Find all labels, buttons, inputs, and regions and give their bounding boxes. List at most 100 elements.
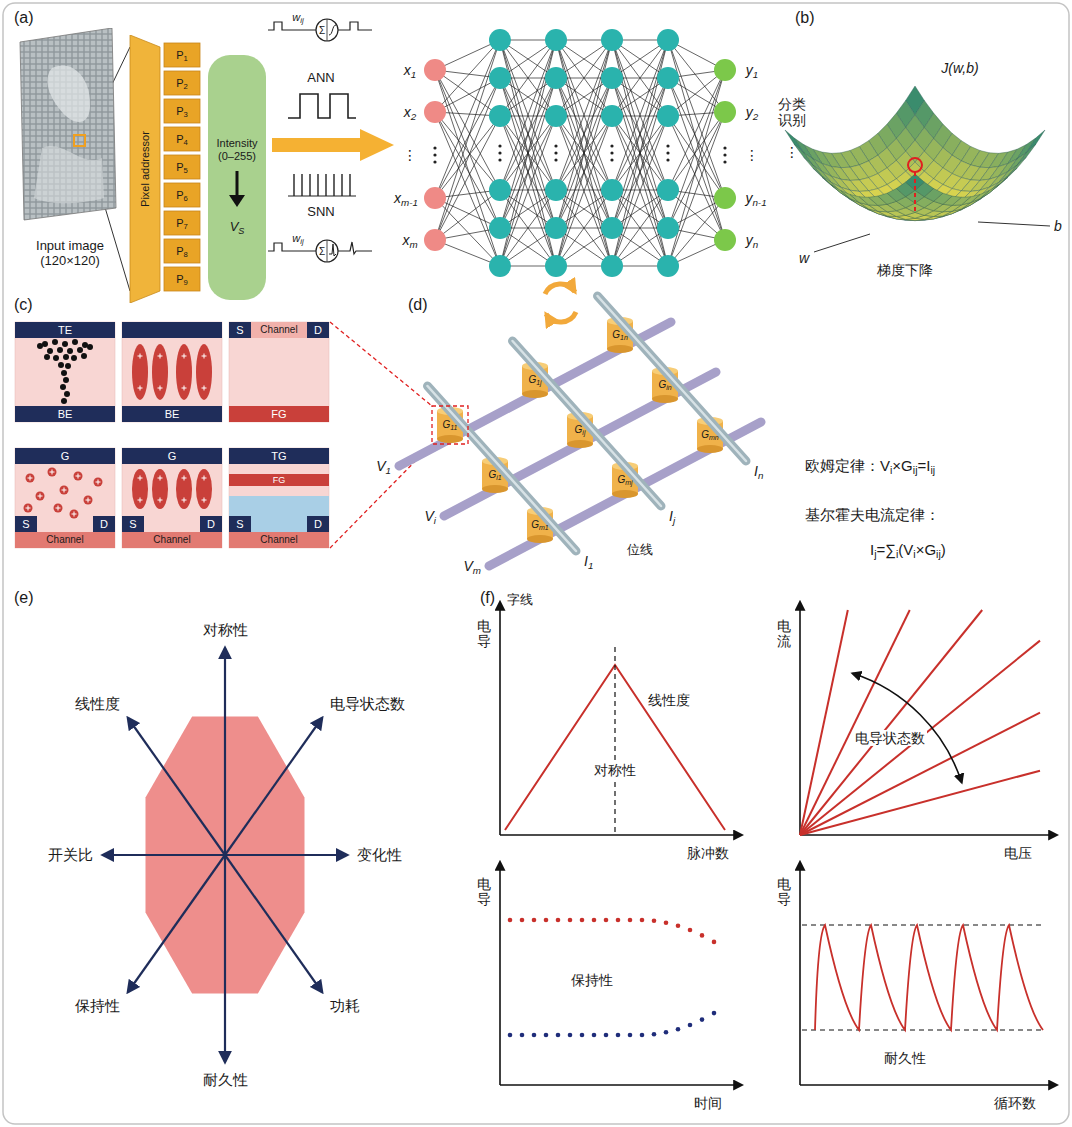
bottom-electrode [122, 406, 222, 422]
filament-atom [65, 363, 71, 369]
zoom-line [330, 322, 432, 406]
retention-dot [532, 1033, 537, 1038]
metric-label: 变化性 [357, 846, 402, 863]
conductance-label: Gi1 [488, 469, 501, 481]
radar-axis [128, 855, 225, 992]
device-body [229, 448, 329, 548]
text-part: I [584, 553, 588, 569]
node-text: P6 [176, 189, 188, 202]
radar-axis [224, 855, 226, 1062]
drain-electrode [200, 516, 222, 532]
voltage-label: Vm [463, 558, 481, 574]
retention-dot [544, 918, 549, 923]
retention-dot [592, 918, 597, 923]
gate-electrode [229, 448, 329, 464]
retention-dot [616, 918, 621, 923]
mobile-ion [94, 478, 103, 487]
square-wave [288, 94, 356, 118]
text-part: w [292, 232, 300, 244]
retention-dot [604, 918, 609, 923]
layer-label: BE [165, 408, 180, 421]
output-signal [338, 242, 372, 254]
network-neuron [601, 179, 623, 201]
text-part: I [870, 541, 874, 558]
line-name: 字线 [507, 593, 533, 608]
curve-label: 对称性 [592, 762, 638, 778]
retention-dot [616, 1033, 621, 1038]
ellipsis: ⋮ [403, 147, 417, 163]
polar-domain [196, 469, 212, 509]
retention-dot [580, 1033, 585, 1038]
cell-bottom [522, 390, 548, 398]
sum-symbol: Σ [319, 246, 325, 258]
surface-patch [831, 185, 850, 199]
y-axis [499, 862, 501, 1085]
polar-domain [196, 344, 212, 400]
subscript: m [409, 239, 417, 250]
subscript: mn [709, 434, 719, 441]
network-link [500, 40, 556, 228]
subscript: ij [300, 16, 303, 25]
symmetry-axis [614, 645, 615, 832]
axis-title: 电导 [477, 877, 491, 908]
metric-label: 保持性 [75, 997, 120, 1014]
network-link [500, 78, 556, 266]
bit-line [428, 386, 577, 551]
subscript: m [473, 565, 481, 576]
text-part: ×G [916, 541, 936, 558]
subscript: 1 [386, 465, 391, 476]
layer-label: Channel [46, 534, 83, 546]
network-link [500, 78, 556, 266]
y-axis [499, 602, 501, 835]
text-part: G [612, 329, 620, 340]
charge-mark [158, 354, 163, 359]
cell-bottom [527, 535, 553, 543]
retention-dot [520, 918, 525, 923]
subscript: 1n [620, 334, 628, 341]
spike-train [349, 174, 350, 196]
retention-dot [628, 918, 633, 923]
drain-electrode [307, 322, 329, 338]
conductance-label: G1n [612, 329, 628, 341]
weight-label: wij [292, 232, 303, 245]
panel-tag: (c) [14, 296, 33, 314]
network-neuron [657, 105, 679, 127]
charge-mark [96, 480, 101, 485]
filament-atom [64, 391, 70, 397]
retention-dot [652, 918, 657, 923]
output-name: yn [746, 232, 758, 248]
retention-dot [580, 918, 585, 923]
ellipsis-dot [554, 158, 557, 161]
network-link [435, 78, 500, 198]
panel-tag: (a) [14, 9, 34, 27]
network-neuron [489, 217, 511, 239]
subscript: m1 [539, 524, 549, 531]
ellipsis-dot [433, 160, 436, 163]
node-text: P9 [176, 273, 188, 286]
charge-mark [138, 354, 143, 359]
start-point [908, 158, 922, 172]
text-part: V [376, 458, 385, 474]
mobile-ion [36, 492, 45, 501]
channel-layer [122, 532, 222, 548]
radar-axis [128, 718, 225, 855]
text-part: P [176, 49, 183, 61]
surface-patch [1017, 144, 1036, 165]
axis-name: b [1054, 218, 1062, 234]
source-electrode [122, 516, 144, 532]
retention-dot [520, 1033, 525, 1038]
cycle-arrow [546, 312, 576, 322]
line-name: 位线 [627, 543, 653, 558]
device-body [229, 322, 329, 422]
layer-label: D [100, 518, 108, 531]
charge-mark [86, 498, 91, 503]
x-axis [800, 834, 1057, 836]
conductance-label: Gm1 [531, 519, 549, 531]
network-link [668, 78, 725, 240]
text-part: G [531, 519, 539, 530]
network-link [668, 112, 725, 190]
network-neuron [657, 179, 679, 201]
ellipsis-dot [554, 151, 557, 154]
cycle-arrow [545, 284, 575, 294]
